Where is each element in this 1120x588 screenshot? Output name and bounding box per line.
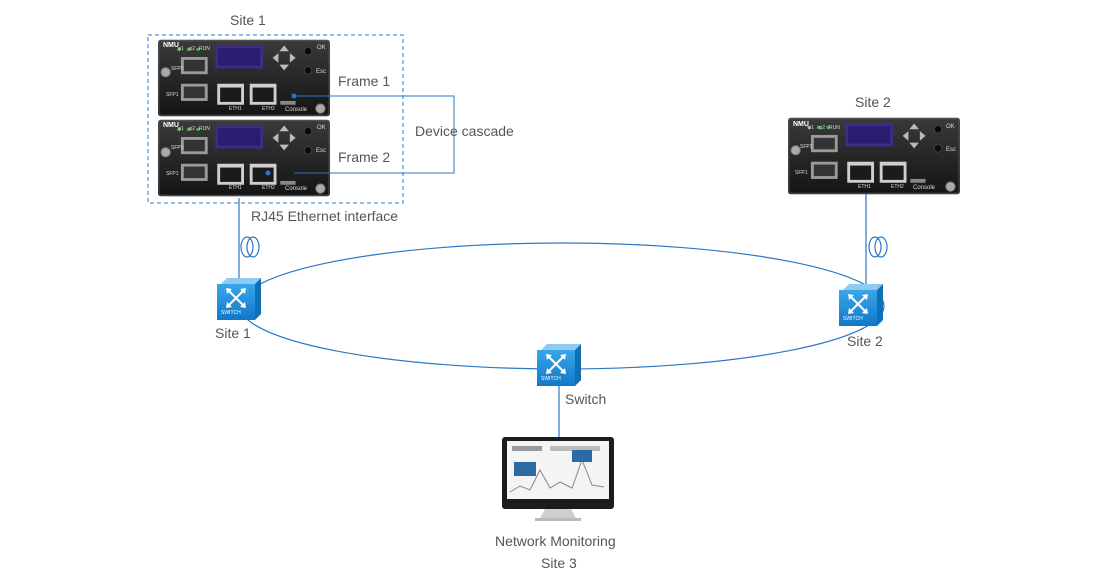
site2-eth1-text: ETH1 [858,184,871,190]
site1-boundary [147,34,404,204]
monitor-icon [502,437,614,521]
site2-sfp2-text: SFP2 [800,144,813,150]
site1-switch-label: Site 1 [215,325,251,341]
site2-led-phi1: φ1 [808,125,815,131]
frame1-sfp2-text: SFP2 [171,66,184,72]
frame2-led-phi1: φ1 [178,126,185,132]
site2-console-text: Console [913,185,936,191]
frame1-led-phi2: φ2 [189,46,196,52]
frame2-nmu-text: NMU [163,122,179,129]
frame1-sfp1-text: SFP1 [166,92,179,98]
frame2-led-run: RUN [199,126,210,132]
frame1-ok-text: OK [317,45,326,51]
frame1-led-run: RUN [199,46,210,52]
site1-title: Site 1 [230,12,266,28]
site2-coil-icon [868,236,888,258]
frame1-label: Frame 1 [338,73,391,89]
site2-nmu-text: NMU [793,121,809,128]
site2-esc-text: Esc [946,147,957,153]
frame2-led-phi2: φ2 [189,126,196,132]
rj45-label: RJ45 Ethernet interface [251,208,399,224]
frame1-esc-text: Esc [316,69,327,75]
cascade-label: Device cascade [415,123,514,139]
site2-ok-text: OK [946,124,955,130]
site3-switch-text: SWITCH [541,376,561,382]
site2-switch-text: SWITCH [843,316,863,322]
switch-label: Switch [565,391,607,407]
site2-led-run: RUN [829,125,840,131]
frame1-eth1-text: ETH1 [229,106,242,112]
cascade-links [265,93,455,176]
monitoring-label: Network Monitoring [495,533,616,549]
frame2-sfp1-text: SFP1 [166,171,179,177]
site1-switch-text: SWITCH [221,310,241,316]
frame2-sfp2-text: SFP2 [171,145,184,151]
site1-coil-icon [240,236,260,258]
site2-led-phi2: φ2 [819,125,826,131]
site2-sfp1-text: SFP1 [795,170,808,176]
site2-title: Site 2 [855,94,891,110]
site3-label: Site 3 [541,555,577,571]
frame2-ok-text: OK [317,125,326,131]
frame1-console-text: Console [285,107,308,113]
frame2-esc-text: Esc [316,148,327,154]
frame1-eth2-text: ETH2 [262,106,275,112]
frame1-led-phi1: φ1 [178,46,185,52]
frame2-eth1-text: ETH1 [229,185,242,191]
frame2-eth2-text: ETH2 [262,185,275,191]
frame2-console-text: Console [285,186,308,192]
frame1-nmu-text: NMU [163,42,179,49]
frame2-label: Frame 2 [338,149,391,165]
site2-eth2-text: ETH2 [891,184,904,190]
site2-switch-label: Site 2 [847,333,883,349]
